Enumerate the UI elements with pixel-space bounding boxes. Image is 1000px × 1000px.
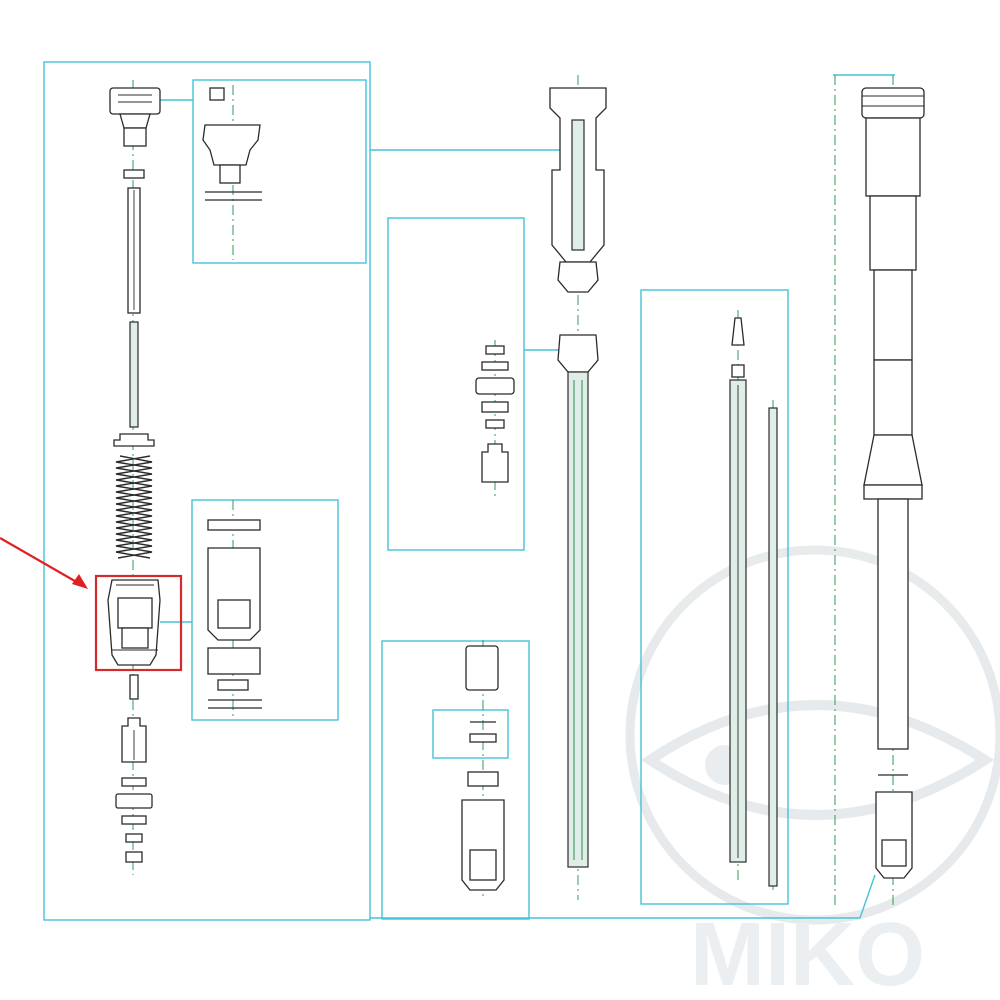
piston-part (475, 377, 515, 395)
shim-part (121, 777, 147, 787)
watermark-text: MIKO (690, 905, 925, 1000)
valve-seat-part (207, 647, 261, 675)
bottom-valve-detail (461, 645, 505, 891)
left-assembly-frame (43, 61, 371, 921)
fork-tube-assembly (861, 87, 925, 879)
lower-tube-part (877, 498, 909, 750)
cap-stem-part (219, 164, 241, 184)
highlight-box (94, 574, 183, 672)
o-ring-part (207, 519, 261, 531)
nut-part (125, 851, 143, 863)
rod-detail-frame (640, 289, 789, 905)
spring-seat-part (113, 433, 155, 447)
piston-rod-assembly (557, 334, 599, 868)
top-cap-detail (202, 87, 262, 201)
upper-tube-part (865, 117, 921, 197)
pointer-arrow (0, 537, 88, 589)
watermark-logo: MIKO (625, 545, 1000, 1000)
needle-rod-part (768, 407, 778, 887)
top-cap-part (109, 87, 161, 147)
base-nut-part (467, 771, 499, 787)
fork-cap-part (861, 87, 925, 119)
valve-detail (207, 519, 262, 709)
left-exploded-stack (94, 87, 183, 863)
tube-collar-part (863, 484, 923, 500)
cap-part (202, 124, 261, 166)
piston-detail (475, 345, 515, 483)
cartridge-valve-assembly (107, 579, 161, 666)
inner-rod-part (129, 321, 139, 428)
top-cap-detail-frame (192, 79, 367, 264)
callout-frames (43, 61, 895, 921)
shim-detail-frame (432, 709, 509, 759)
seal-part (217, 679, 249, 691)
washer-part (123, 169, 145, 179)
piston-ring-part (115, 793, 153, 809)
damper-cartridge-assembly (549, 87, 607, 293)
bottom-valve-detail-frame (381, 640, 530, 920)
piston-bolt-part (481, 443, 509, 483)
screw-part (209, 87, 225, 101)
nut-part (125, 833, 143, 843)
valve-body-part (121, 717, 147, 763)
valve-detail-frame (191, 499, 339, 721)
rod-detail (729, 317, 778, 887)
bushing-part (465, 645, 499, 691)
shim-part (121, 815, 147, 825)
piston-detail-frame (387, 217, 525, 551)
needle-part (129, 674, 139, 700)
